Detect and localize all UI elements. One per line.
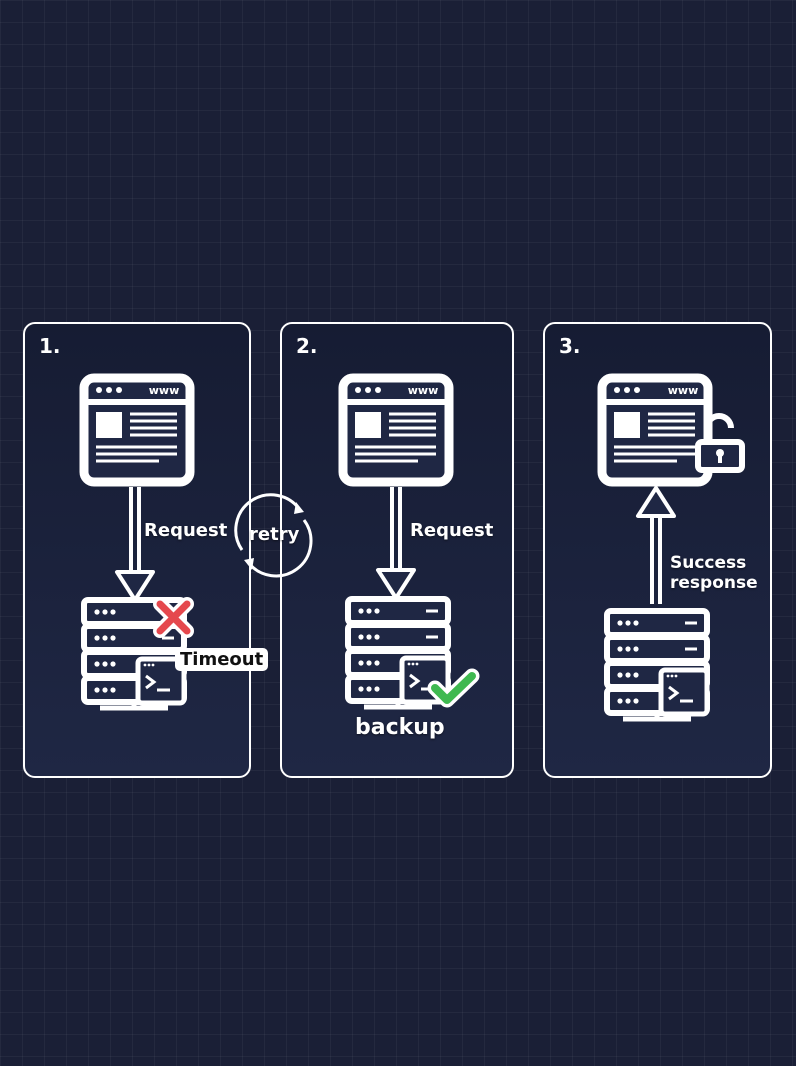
retry-label: retry xyxy=(249,524,300,545)
step-1-panel: 1. xyxy=(23,322,251,778)
backup-label: backup xyxy=(355,715,445,740)
success-response-label: Success response xyxy=(670,553,758,593)
step-3-panel: 3. xyxy=(543,322,772,778)
success-label-line-1: Success xyxy=(670,553,747,573)
success-label-line-2: response xyxy=(670,573,758,593)
request-label: Request xyxy=(410,520,494,541)
step-number: 2. xyxy=(296,334,318,358)
timeout-label: Timeout xyxy=(175,648,269,671)
step-number: 1. xyxy=(39,334,61,358)
step-2-panel: 2. xyxy=(280,322,514,778)
request-label: Request xyxy=(144,520,228,541)
step-number: 3. xyxy=(559,334,581,358)
